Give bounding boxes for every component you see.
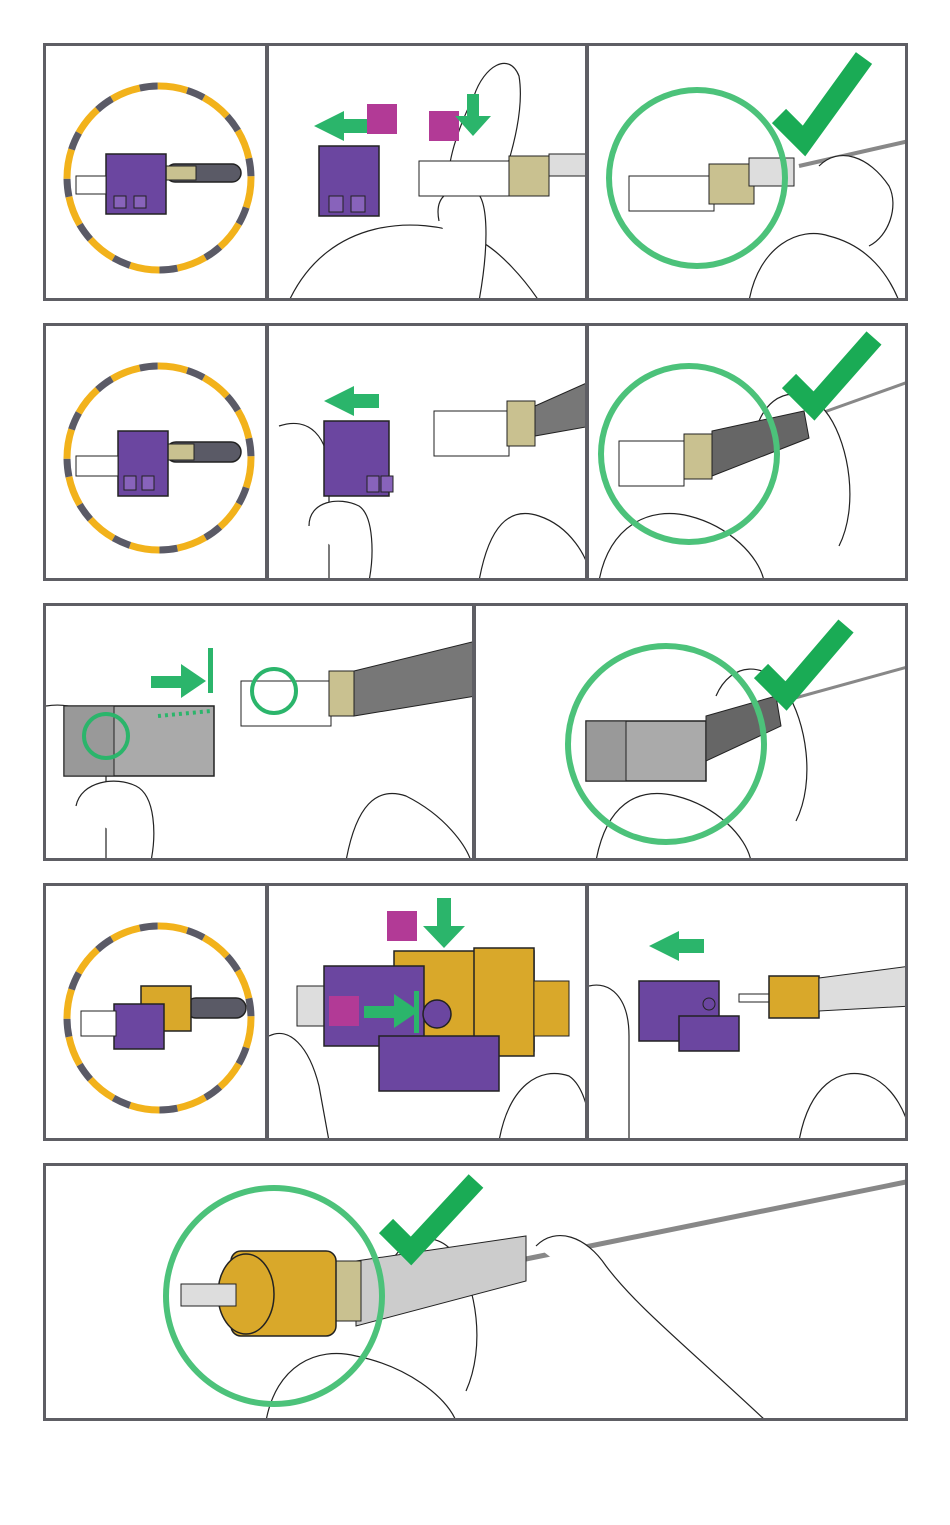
checkmark-icon xyxy=(386,1181,476,1251)
panel-lc-ready xyxy=(586,43,908,301)
sc-connector-identify-illustration xyxy=(46,326,268,581)
remove-st-cap-illustration xyxy=(589,886,908,1141)
lc-connector-identify-illustration xyxy=(46,46,268,301)
checkmark-icon xyxy=(789,338,874,406)
panel-st-connector-identify xyxy=(43,883,268,1141)
st-connector-identify-illustration xyxy=(46,886,268,1141)
purple-cap-icon xyxy=(114,1004,164,1049)
remove-sc-dust-cap-illustration xyxy=(269,326,588,581)
arrow-down-icon xyxy=(423,898,465,948)
arrow-right-icon xyxy=(151,664,206,698)
panel-st-ready xyxy=(43,1163,908,1421)
sc-in-adapter-ready-illustration xyxy=(476,606,908,861)
purple-cap-icon xyxy=(319,146,379,216)
lc-ready-illustration xyxy=(589,46,908,301)
panel-sc-ready xyxy=(586,323,908,581)
arrow-left-icon xyxy=(314,111,369,141)
magenta-marker-2 xyxy=(429,111,459,141)
panel-remove-sc-dust-cap xyxy=(266,323,588,581)
st-ready-illustration xyxy=(46,1166,908,1421)
arrow-left-icon xyxy=(649,931,704,961)
panel-sc-in-adapter-ready xyxy=(473,603,908,861)
twist-st-cap-illustration xyxy=(269,886,588,1141)
remove-lc-dust-cap-illustration xyxy=(269,46,588,301)
panel-align-sc-adapter xyxy=(43,603,475,861)
checkmark-icon xyxy=(779,58,864,141)
panel-remove-lc-dust-cap xyxy=(266,43,588,301)
gold-nut-icon xyxy=(769,976,819,1018)
arrow-left-icon xyxy=(324,386,379,416)
panel-lc-connector-identify xyxy=(43,43,268,301)
checkmark-icon xyxy=(761,626,846,696)
align-sc-adapter-illustration xyxy=(46,606,475,861)
panel-remove-st-cap xyxy=(586,883,908,1141)
magenta-marker-2 xyxy=(329,996,359,1026)
panel-sc-connector-identify xyxy=(43,323,268,581)
magenta-marker-1 xyxy=(387,911,417,941)
panel-twist-st-cap xyxy=(266,883,588,1141)
magenta-marker-1 xyxy=(367,104,397,134)
sc-ready-illustration xyxy=(589,326,908,581)
